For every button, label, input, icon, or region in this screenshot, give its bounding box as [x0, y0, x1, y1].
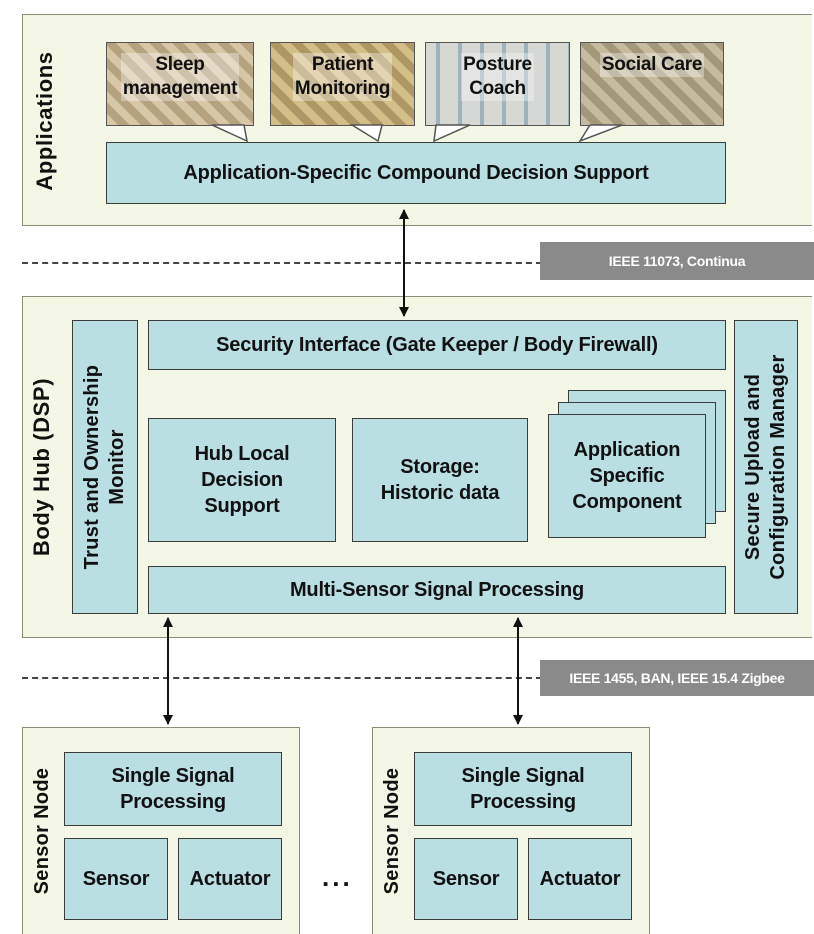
- protocol-tag-bottom: IEEE 1455, BAN, IEEE 15.4 Zigbee: [540, 660, 814, 696]
- app-social-care[interactable]: Social Care: [580, 42, 724, 126]
- trust-monitor-box: [72, 320, 138, 614]
- app-patient-monitoring[interactable]: Patient Monitoring: [270, 42, 415, 126]
- hub-local-decision-support: Hub Local Decision Support: [148, 418, 336, 542]
- application-specific-component: Application Specific Component: [548, 414, 706, 538]
- sensor-node-1-sensor: Sensor: [64, 838, 168, 920]
- bubble-tail-posture: [433, 124, 471, 143]
- separator-bottom: [22, 677, 542, 679]
- app-posture-coach-label: Posture Coach: [461, 53, 534, 101]
- separator-top: [22, 262, 542, 264]
- app-sleep-management[interactable]: Sleep management: [106, 42, 254, 126]
- multi-sensor-signal-processing: Multi-Sensor Signal Processing: [148, 566, 726, 614]
- bubble-tail-social: [578, 124, 623, 143]
- app-posture-coach[interactable]: Posture Coach: [425, 42, 570, 126]
- storage-historic-data: Storage: Historic data: [352, 418, 528, 542]
- app-patient-monitoring-label: Patient Monitoring: [292, 53, 393, 101]
- sensor-node-2-single-signal-processing: Single Signal Processing: [414, 752, 632, 826]
- bubble-tail-sleep: [211, 124, 249, 143]
- app-sleep-management-label: Sleep management: [120, 53, 240, 101]
- protocol-tag-top: IEEE 11073, Continua: [540, 242, 814, 280]
- sensor-node-2-actuator: Actuator: [528, 838, 632, 920]
- compound-decision-support: Application-Specific Compound Decision S…: [106, 142, 726, 204]
- app-social-care-label: Social Care: [599, 53, 705, 77]
- more-nodes-ellipsis: ...: [322, 862, 353, 892]
- secure-upload-box: [734, 320, 798, 614]
- bubble-tail-patient: [349, 124, 383, 143]
- security-interface: Security Interface (Gate Keeper / Body F…: [148, 320, 726, 370]
- sensor-node-1-actuator: Actuator: [178, 838, 282, 920]
- sensor-node-2-sensor: Sensor: [414, 838, 518, 920]
- sensor-node-1-single-signal-processing: Single Signal Processing: [64, 752, 282, 826]
